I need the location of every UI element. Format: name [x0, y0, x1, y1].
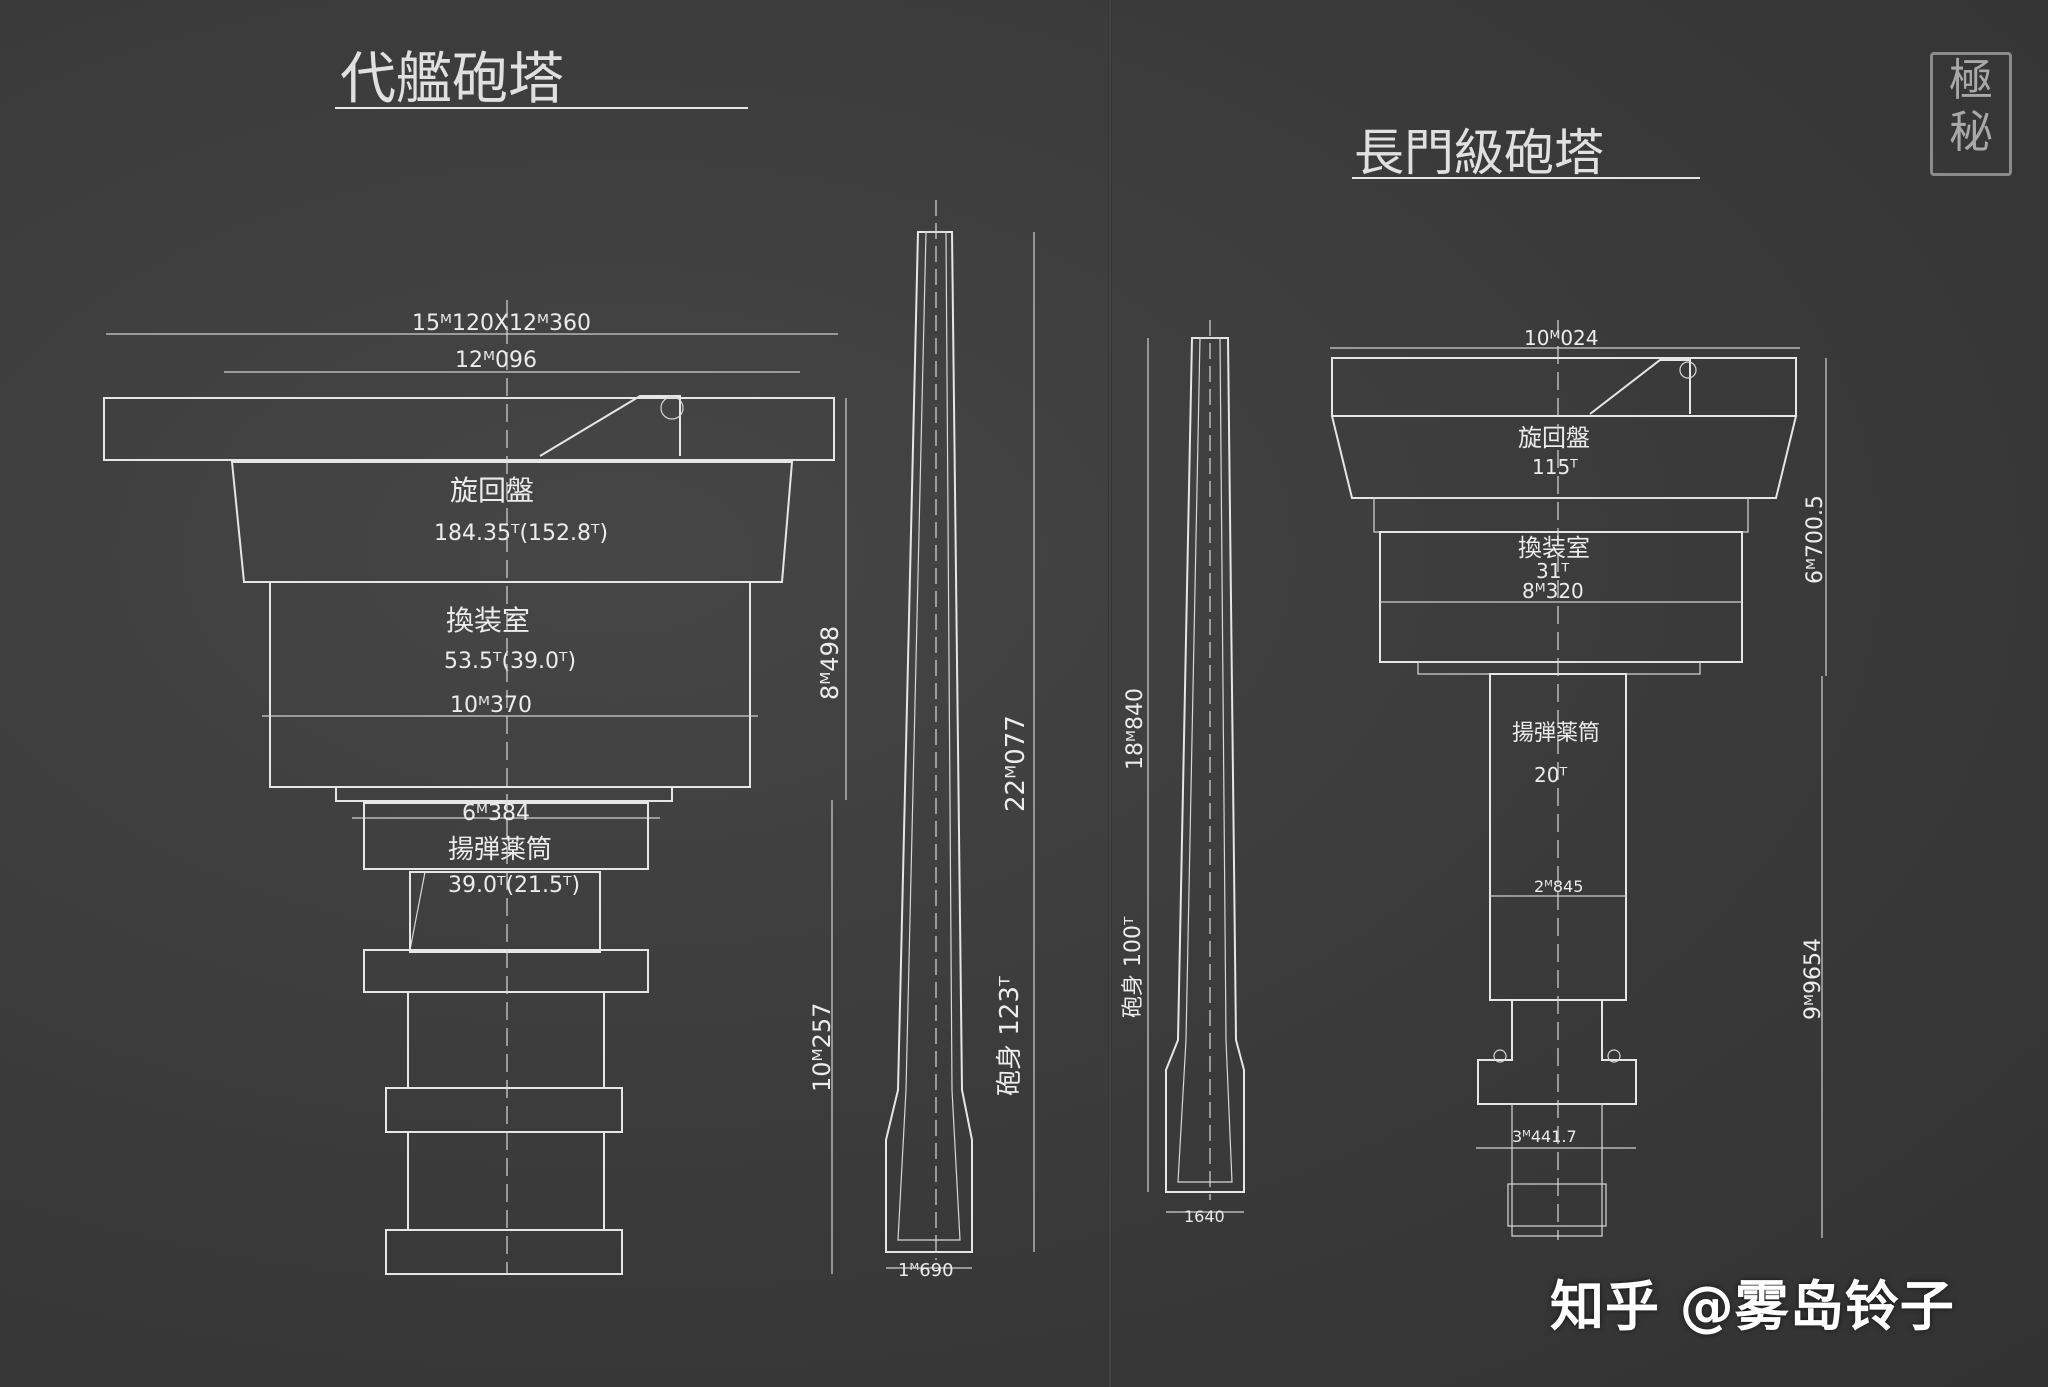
- left-trunk-mid: [407, 991, 605, 1089]
- right-sight-port: [1679, 361, 1697, 379]
- right-gunhouse-roof: [1331, 357, 1797, 417]
- right-sight-hood: [1589, 359, 1691, 415]
- paper-fold: [1108, 0, 1112, 1387]
- left-trunk-ring-3: [385, 1229, 623, 1275]
- left-overall-width-label: 15ᴹ120X12ᴹ360: [412, 311, 591, 336]
- confidential-seal: 極秘: [1930, 52, 2012, 176]
- right-rotating-deck: [1330, 415, 1798, 499]
- left-trunk-taper: [409, 871, 426, 951]
- left-lower-height-label: 10ᴹ257: [808, 1003, 836, 1092]
- right-base-shaft: [1511, 1103, 1603, 1237]
- right-hoist-label: 揚弾薬筒: [1512, 721, 1600, 746]
- left-gun-breech-label: 1ᴹ690: [898, 1260, 954, 1281]
- left-sight-port: [660, 396, 684, 420]
- right-rotating-deck-label: 旋回盤: [1518, 424, 1590, 452]
- right-gun-length-label: 18ᴹ840: [1123, 688, 1148, 770]
- right-base-roller-left: [1493, 1049, 1507, 1063]
- left-rotating-deck-label: 旋回盤: [450, 474, 534, 507]
- left-gun-barrel: [885, 231, 973, 1253]
- right-rotating-deck-weight: 115ᵀ: [1532, 455, 1578, 479]
- right-gun-barrel: [1165, 337, 1245, 1193]
- right-hoist-weight: 20ᵀ: [1534, 763, 1567, 787]
- right-base-width-label: 3ᴹ441.7: [1512, 1127, 1577, 1146]
- right-gun-weight-label: 砲身 100ᵀ: [1121, 916, 1146, 1018]
- right-loading-room-base: [1417, 661, 1701, 675]
- left-upper-height-label: 8ᴹ498: [816, 626, 844, 700]
- left-gunhouse-roof: [103, 397, 835, 461]
- right-base-housing: [1477, 1000, 1637, 1105]
- right-loading-room-weight: 31ᵀ: [1536, 559, 1569, 583]
- right-hoist-width-label: 2ᴹ845: [1534, 877, 1583, 896]
- right-roof-width-label: 10ᴹ024: [1524, 326, 1599, 350]
- left-trunk-ring-1: [363, 949, 649, 993]
- left-loading-room-width-label: 10ᴹ370: [450, 693, 532, 718]
- right-base-foot: [1507, 1183, 1607, 1227]
- left-loading-room-label: 換装室: [446, 604, 530, 637]
- right-turret-diagram: 長門級砲塔 10ᴹ024 旋回盤 115ᵀ 換装室 31ᵀ 8ᴹ320 揚弾薬筒…: [1121, 124, 1828, 1240]
- right-loading-room-label: 換装室: [1518, 534, 1590, 562]
- right-gun-breech-label: 1640: [1184, 1207, 1225, 1226]
- left-rotating-deck-weight: 184.35ᵀ(152.8ᵀ): [434, 521, 608, 546]
- left-hoist-housing: [363, 802, 649, 870]
- left-hoist-weight: 39.0ᵀ(21.5ᵀ): [448, 873, 580, 898]
- left-turret-diagram: 代艦砲塔 15ᴹ120X12ᴹ360 12ᴹ096 旋回盤 184.35ᵀ(15…: [103, 47, 1035, 1281]
- left-gun-weight-label: 砲身 123ᵀ: [995, 975, 1025, 1096]
- left-roof-width-label: 12ᴹ096: [455, 348, 537, 373]
- right-base-roller-right: [1607, 1049, 1621, 1063]
- left-sight-hood: [539, 395, 681, 457]
- left-trunk-ring-2: [385, 1087, 623, 1133]
- right-upper-height-label: 6ᴹ700.5: [1803, 495, 1828, 584]
- left-hoist-flange: [335, 786, 673, 802]
- right-turret-title: 長門級砲塔: [1354, 124, 1604, 182]
- watermark: 知乎 @雾岛铃子: [1550, 1275, 1955, 1338]
- left-gun-length-label: 22ᴹ077: [1001, 715, 1031, 812]
- left-trunk-lower: [407, 1131, 605, 1231]
- right-lower-height-label: 9ᴹ9654: [1801, 938, 1826, 1020]
- left-hoist-label: 揚弾薬筒: [448, 835, 552, 865]
- left-turret-title: 代艦砲塔: [340, 47, 564, 112]
- left-rotating-deck: [230, 461, 794, 583]
- right-loading-room-width-label: 8ᴹ320: [1522, 579, 1584, 603]
- right-gun-bore: [1177, 337, 1233, 1183]
- left-loading-room-weight: 53.5ᵀ(39.0ᵀ): [444, 649, 576, 674]
- left-hoist-width-label: 6ᴹ384: [462, 801, 530, 826]
- left-trunk-upper: [409, 871, 601, 953]
- right-deck-ring: [1373, 497, 1749, 533]
- left-gun-bore: [897, 231, 961, 1241]
